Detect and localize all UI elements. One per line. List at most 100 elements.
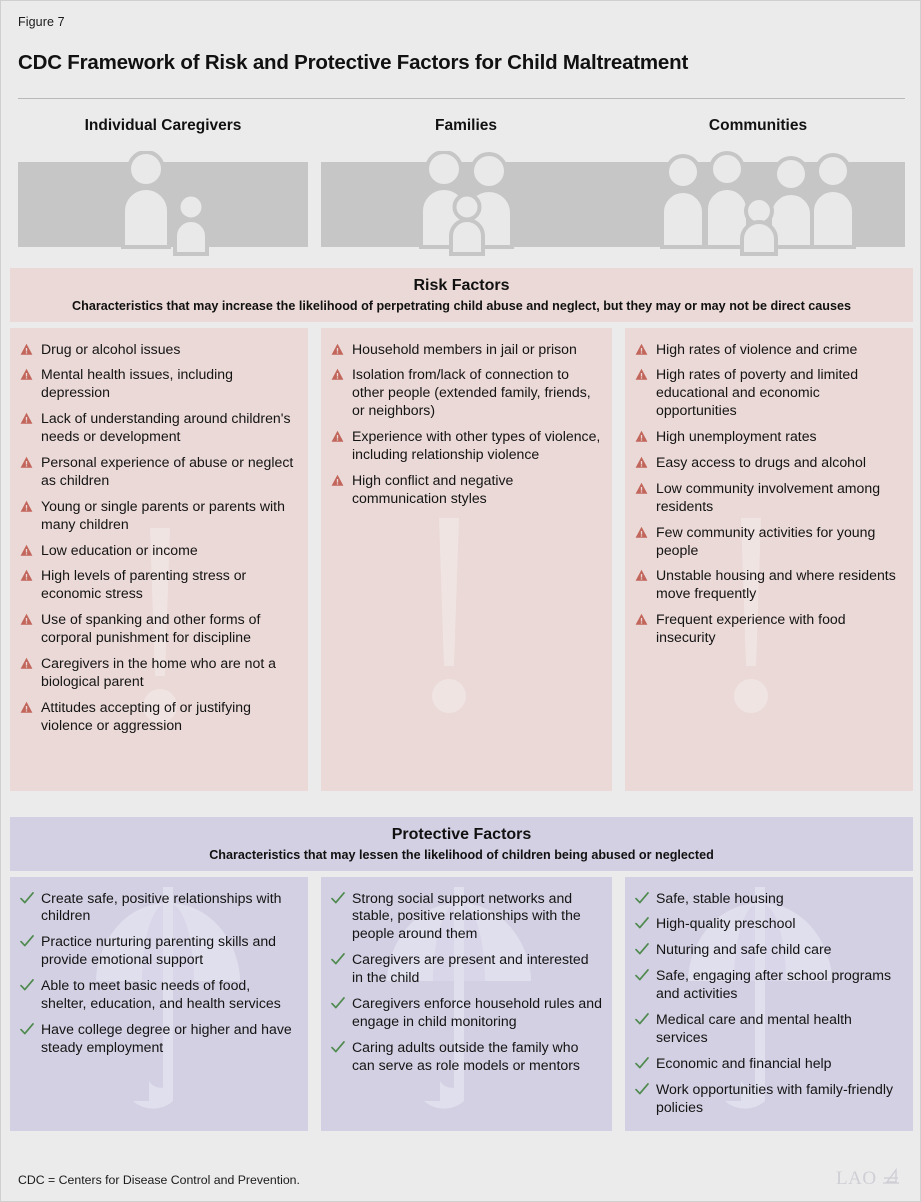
check-mark-icon — [635, 891, 649, 906]
list-item-label: Caregivers are present and interested in… — [352, 951, 589, 986]
check-mark-icon — [635, 1013, 649, 1027]
list-item: Work opportunities with family-friendly … — [635, 1081, 903, 1117]
list-item: Strong social support networks and stabl… — [331, 890, 602, 944]
list-item-label: Drug or alcohol issues — [41, 340, 181, 357]
list-item: Medical care and mental health services — [635, 1011, 903, 1047]
list-item-label: Low community involvement among resident… — [656, 479, 881, 514]
check-mark-icon — [20, 979, 34, 993]
list-item-label: High rates of violence and crime — [656, 340, 858, 357]
list-item-label: Use of spanking and other forms of corpo… — [41, 611, 261, 646]
warning-triangle-icon — [20, 456, 34, 470]
protective-factors-title: Protective Factors — [391, 826, 532, 843]
protective-factors-list-individual-caregivers: Create safe, positive relationships with… — [20, 890, 298, 1057]
list-item-label: Experience with other types of violence,… — [352, 428, 601, 462]
list-item-label: Mental health issues, including depressi… — [41, 366, 233, 401]
list-item-label: Caregivers in the home who are not a bio… — [41, 654, 277, 689]
risk-factors-banner: Risk Factors Characteristics that may in… — [10, 268, 913, 322]
figure-label: Figure 7 — [18, 15, 65, 29]
warning-triangle-icon — [20, 701, 34, 715]
section-protective-factors: Protective Factors Characteristics that … — [10, 817, 913, 1131]
list-item: Create safe, positive relationships with… — [20, 890, 298, 926]
warning-triangle-icon — [635, 430, 649, 444]
list-item: Few community activities for young peopl… — [635, 524, 903, 560]
list-item: Caregivers in the home who are not a bio… — [20, 655, 298, 691]
column-heading-individual-caregivers: Individual Caregivers — [84, 117, 242, 134]
list-item-label: High unemployment rates — [656, 428, 817, 445]
warning-triangle-icon — [20, 657, 34, 671]
list-item: Caregivers are present and interested in… — [331, 951, 602, 987]
list-item: Drug or alcohol issues — [20, 341, 298, 359]
list-item-label: Nuturing and safe child care — [656, 941, 832, 958]
list-item-label: Isolation from/lack of connection to oth… — [352, 366, 591, 419]
column-heading-communities: Communities — [708, 117, 808, 134]
list-item: Safe, engaging after school programs and… — [635, 967, 903, 1003]
check-mark-icon — [635, 943, 649, 957]
column-heading-families: Families — [434, 117, 498, 134]
exclamation-mark-watermark — [421, 517, 477, 718]
list-item-label: Work opportunities with family-friendly … — [656, 1080, 894, 1115]
warning-triangle-icon — [20, 412, 34, 426]
warning-triangle-icon — [331, 430, 345, 444]
lao-logo: LAO — [836, 1165, 906, 1193]
list-item: Lack of understanding around children's … — [20, 410, 298, 446]
list-item: High rates of violence and crime — [635, 341, 903, 359]
warning-triangle-icon — [635, 526, 649, 540]
warning-triangle-icon — [635, 456, 649, 470]
list-item: Practice nurturing parenting skills and … — [20, 933, 298, 969]
list-item: High rates of poverty and limited educat… — [635, 366, 903, 420]
warning-triangle-icon — [20, 343, 34, 357]
list-item-label: Practice nurturing parenting skills and … — [41, 933, 277, 968]
protective-factors-column-families: Strong social support networks and stabl… — [321, 876, 612, 1131]
list-item: Mental health issues, including depressi… — [20, 366, 298, 402]
list-item: Easy access to drugs and alcohol — [635, 454, 903, 472]
protective-factors-list-families: Strong social support networks and stabl… — [331, 890, 602, 1075]
risk-factors-title: Risk Factors — [413, 277, 510, 294]
warning-triangle-icon — [20, 500, 34, 514]
warning-triangle-icon — [20, 569, 34, 583]
list-item: Low education or income — [20, 542, 298, 560]
list-item-label: Low education or income — [41, 541, 198, 558]
list-item: Have college degree or higher and have s… — [20, 1021, 298, 1057]
list-item: High levels of parenting stress or econo… — [20, 567, 298, 603]
check-mark-icon — [635, 917, 649, 931]
section-risk-factors: Risk Factors Characteristics that may in… — [10, 268, 913, 791]
list-item-label: High rates of poverty and limited educat… — [656, 366, 859, 419]
check-mark-icon — [20, 1022, 34, 1037]
list-item: Isolation from/lack of connection to oth… — [331, 366, 602, 420]
warning-triangle-icon — [635, 368, 649, 382]
list-item: Nuturing and safe child care — [635, 941, 903, 959]
warning-triangle-icon — [635, 482, 649, 496]
risk-factors-subtitle: Characteristics that may increase the li… — [72, 299, 851, 314]
list-item-label: Safe, stable housing — [656, 889, 784, 906]
list-item-label: Household members in jail or prison — [352, 340, 577, 357]
list-item: Economic and financial help — [635, 1055, 903, 1073]
check-mark-icon — [20, 891, 34, 906]
list-item: Use of spanking and other forms of corpo… — [20, 611, 298, 647]
list-item-label: Strong social support networks and stabl… — [352, 889, 581, 942]
list-item-label: High-quality preschool — [656, 915, 796, 932]
list-item-label: Safe, engaging after school programs and… — [656, 967, 892, 1002]
list-item-label: Caregivers enforce household rules and e… — [352, 994, 602, 1029]
warning-triangle-icon — [635, 613, 649, 627]
list-item: Personal experience of abuse or neglect … — [20, 454, 298, 490]
protective-factors-subtitle: Characteristics that may lessen the like… — [209, 848, 714, 863]
list-item-label: Create safe, positive relationships with… — [41, 889, 282, 924]
list-item: Caregivers enforce household rules and e… — [331, 995, 602, 1031]
list-item-label: High conflict and negative communication… — [352, 471, 514, 506]
list-item: Frequent experience with food insecurity — [635, 611, 903, 647]
list-item: Unstable housing and where residents mov… — [635, 567, 903, 603]
protective-factors-banner: Protective Factors Characteristics that … — [10, 817, 913, 871]
check-mark-icon — [331, 953, 345, 967]
warning-triangle-icon — [635, 569, 649, 583]
svg-text:LAO: LAO — [836, 1168, 877, 1189]
warning-triangle-icon — [331, 368, 345, 382]
one-adult-one-child-icon — [18, 151, 308, 256]
check-mark-icon — [331, 997, 345, 1011]
warning-triangle-icon — [20, 544, 34, 558]
